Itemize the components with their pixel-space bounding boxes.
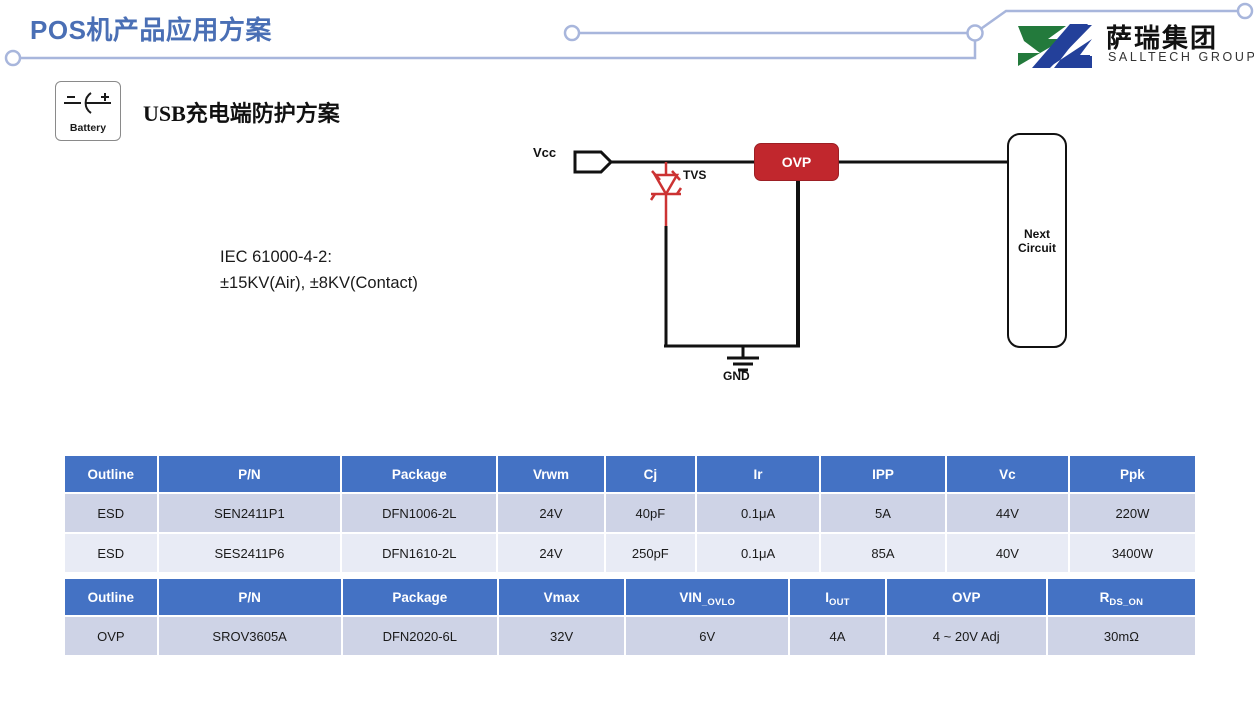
table-cell: DFN1610-2L (342, 534, 497, 572)
column-header-0: Outline (65, 579, 157, 615)
tvs-label: TVS (683, 168, 707, 182)
page-title: POS机产品应用方案 (30, 15, 272, 45)
column-header-8: Ppk (1069, 456, 1195, 492)
header-decoration (4, 2, 1254, 67)
deco-node-right (1236, 2, 1254, 20)
salltech-logo-icon (1018, 24, 1092, 68)
table-cell: SROV3605A (158, 617, 341, 655)
section-title: USB充电端防护方案 (143, 101, 340, 126)
table-cell: 6V (626, 617, 789, 655)
next-circuit-line2: Circuit (1017, 240, 1056, 255)
column-header-0: Outline (65, 456, 157, 492)
circuit-svg (573, 150, 1010, 372)
tvs-diode-icon (652, 173, 680, 197)
battery-label: Battery (69, 122, 107, 134)
table-cell: DFN1006-2L (342, 494, 497, 532)
column-header-6: IPP (821, 456, 945, 492)
column-header-1: P/N (158, 579, 341, 615)
circuit-diagram: Vcc TVS GND OVP Next Circuit (515, 118, 1105, 403)
brand-name-en: SALLTECH GROUP (1108, 50, 1254, 64)
brand-logo: 萨瑞集团 SALLTECH GROUP (1014, 18, 1254, 72)
vcc-connector-icon (573, 150, 614, 174)
table-cell: SEN2411P1 (158, 494, 341, 532)
ovp-block-label: OVP (781, 154, 812, 170)
column-header-2: Package (342, 456, 497, 492)
table-cell: OVP (65, 617, 157, 655)
table-cell: 3400W (1069, 534, 1195, 572)
table-cell: ESD (65, 534, 157, 572)
table-cell: 250pF (605, 534, 696, 572)
column-header-4: Cj (605, 456, 696, 492)
next-circuit-block: Next Circuit (1007, 133, 1067, 348)
iec-note: IEC 61000-4-2: ±15KV(Air), ±8KV(Contact) (220, 244, 418, 296)
next-circuit-line1: Next (1023, 226, 1050, 241)
column-header-4: VIN_OVLO (626, 579, 789, 615)
battery-badge: Battery (55, 81, 121, 141)
table-cell: 0.1μA (697, 534, 820, 572)
deco-node-junction (966, 24, 984, 42)
table-cell: 24V (498, 494, 604, 532)
table-cell: 44V (946, 494, 1068, 532)
table-cell: 85A (821, 534, 945, 572)
deco-node-left (4, 49, 22, 67)
column-header-subscript: DS_ON (1109, 596, 1144, 608)
iec-note-line2: ±15KV(Air), ±8KV(Contact) (220, 274, 418, 292)
column-header-5: IOUT (790, 579, 885, 615)
deco-node-mid (563, 24, 581, 42)
column-header-1: P/N (158, 456, 341, 492)
column-header-2: Package (342, 579, 497, 615)
column-header-7: RDS_ON (1047, 579, 1195, 615)
iec-note-line1: IEC 61000-4-2: (220, 248, 332, 266)
table-cell: 5A (821, 494, 945, 532)
table-cell: 40V (946, 534, 1068, 572)
gnd-label: GND (723, 369, 750, 383)
table-cell: 0.1μA (697, 494, 820, 532)
table-cell: SES2411P6 (158, 534, 341, 572)
table-cell: 30mΩ (1047, 617, 1195, 655)
table-cell: 4A (790, 617, 885, 655)
table-cell: 24V (498, 534, 604, 572)
column-header-3: Vmax (498, 579, 625, 615)
table-cell: ESD (65, 494, 157, 532)
table-cell: 40pF (605, 494, 696, 532)
vcc-label: Vcc (533, 145, 557, 160)
column-header-3: Vrwm (498, 456, 604, 492)
column-header-subscript: OUT (829, 596, 850, 608)
column-header-subscript: _OVLO (701, 596, 736, 608)
battery-icon (64, 92, 111, 114)
brand-name-cn: 萨瑞集团 (1106, 24, 1219, 53)
table-cell: DFN2020-6L (342, 617, 497, 655)
column-header-7: Vc (946, 456, 1068, 492)
table-cell: 4 ~ 20V Adj (886, 617, 1046, 655)
column-header-6: OVP (886, 579, 1046, 615)
table-cell: 32V (498, 617, 625, 655)
column-header-5: Ir (697, 456, 820, 492)
ovp-block: OVP (754, 143, 839, 181)
deco-path-upper (572, 9, 1245, 35)
table-cell: 220W (1069, 494, 1195, 532)
